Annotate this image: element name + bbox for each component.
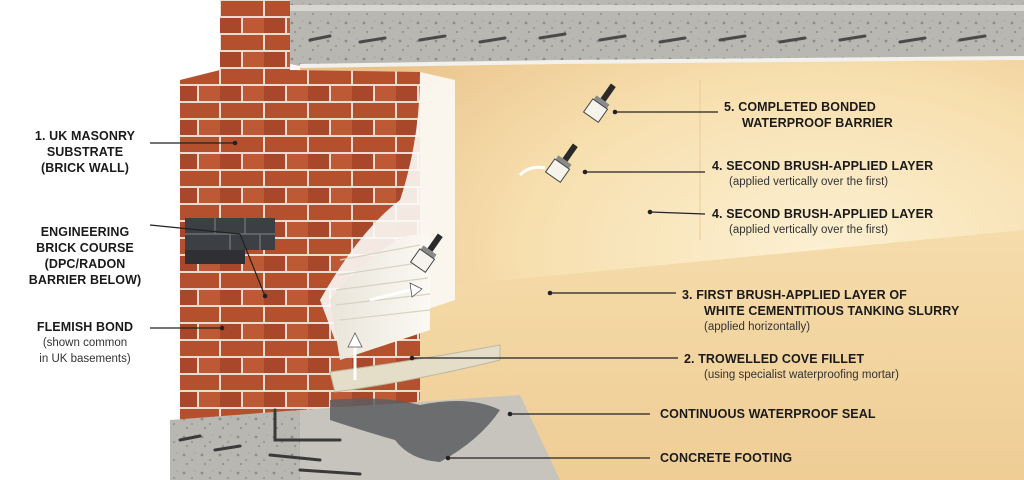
label-second-layer-b: 4. SECOND BRUSH-APPLIED LAYER (applied v… — [712, 206, 1012, 238]
label-first-line2: WHITE CEMENTITIOUS TANKING SLURRY — [682, 303, 1012, 319]
label-flemish-title: FLEMISH BOND — [20, 319, 150, 335]
label-completed-barrier: 5. COMPLETED BONDED WATERPROOF BARRIER — [724, 99, 1014, 131]
label-cove-title: 2. TROWELLED COVE FILLET — [684, 351, 1014, 367]
label-second-a-title: 4. SECOND BRUSH-APPLIED LAYER — [712, 158, 1012, 174]
label-flemish-sub1: (shown common — [20, 335, 150, 351]
label-second-b-sub: (applied vertically over the first) — [712, 222, 1012, 238]
label-engineering-line4: BARRIER BELOW) — [20, 272, 150, 288]
label-flemish-bond: FLEMISH BOND (shown common in UK basemen… — [20, 319, 150, 367]
label-completed-line2: WATERPROOF BARRIER — [724, 115, 1014, 131]
label-cove-sub: (using specialist waterproofing mortar) — [684, 367, 1014, 383]
label-masonry-line2: SUBSTRATE — [20, 144, 150, 160]
label-masonry-line1: 1. UK MASONRY — [20, 128, 150, 144]
label-waterproof-seal: CONTINUOUS WATERPROOF SEAL — [660, 406, 960, 422]
label-second-b-title: 4. SECOND BRUSH-APPLIED LAYER — [712, 206, 1012, 222]
label-second-a-sub: (applied vertically over the first) — [712, 174, 1012, 190]
label-concrete-footing: CONCRETE FOOTING — [660, 450, 960, 466]
label-masonry-line3: (BRICK WALL) — [20, 160, 150, 176]
label-second-layer-a: 4. SECOND BRUSH-APPLIED LAYER (applied v… — [712, 158, 1012, 190]
concrete-footing — [170, 410, 300, 480]
label-first-layer: 3. FIRST BRUSH-APPLIED LAYER OF WHITE CE… — [682, 287, 1012, 335]
label-footing-title: CONCRETE FOOTING — [660, 450, 960, 466]
label-engineering-line1: ENGINEERING — [20, 224, 150, 240]
label-engineering-line2: BRICK COURSE — [20, 240, 150, 256]
label-engineering-brick: ENGINEERING BRICK COURSE (DPC/RADON BARR… — [20, 224, 150, 288]
label-cove-fillet: 2. TROWELLED COVE FILLET (using speciali… — [684, 351, 1014, 383]
label-first-line1: 3. FIRST BRUSH-APPLIED LAYER OF — [682, 287, 1012, 303]
label-first-sub: (applied horizontally) — [682, 319, 1012, 335]
label-seal-title: CONTINUOUS WATERPROOF SEAL — [660, 406, 960, 422]
label-masonry-substrate: 1. UK MASONRY SUBSTRATE (BRICK WALL) — [20, 128, 150, 176]
label-engineering-line3: (DPC/RADON — [20, 256, 150, 272]
label-completed-line1: 5. COMPLETED BONDED — [724, 99, 1014, 115]
label-flemish-sub2: in UK basements) — [20, 351, 150, 367]
